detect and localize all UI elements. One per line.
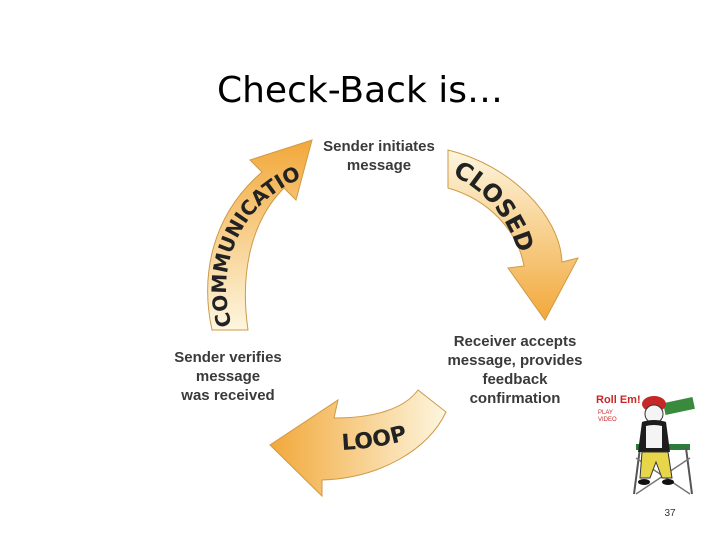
step-line: Receiver accepts [453, 333, 577, 350]
step-line: feedback [482, 371, 548, 388]
step-line: message [346, 157, 412, 174]
loop-arrow [269, 389, 447, 498]
step-receiver-accepts: Receiver accepts message, provides feedb… [440, 332, 590, 408]
step-line: message [195, 368, 261, 385]
director-chair-icon [633, 396, 695, 495]
page-number: 37 [664, 508, 676, 519]
step-sender-initiates: Sender initiates message [312, 137, 446, 175]
caption-line: PLAY [598, 410, 613, 416]
step-line: confirmation [469, 390, 561, 407]
step-line: was received [181, 387, 275, 404]
communication-arrow [207, 139, 313, 331]
step-line: message, provides [447, 352, 583, 369]
closed-arrow [447, 149, 579, 321]
play-video-clipart[interactable]: Roll Em! PLAY VIDEO [594, 382, 702, 500]
step-sender-verifies: Sender verifies message was received [160, 348, 296, 405]
caption-line: VIDEO [598, 417, 617, 423]
roll-em-badge: Roll Em! [596, 394, 641, 406]
play-video-caption: PLAY VIDEO [598, 410, 617, 424]
slide-title: Check-Back is… [216, 70, 504, 111]
step-line: Sender verifies [174, 349, 282, 366]
step-line: Sender initiates [323, 138, 435, 155]
